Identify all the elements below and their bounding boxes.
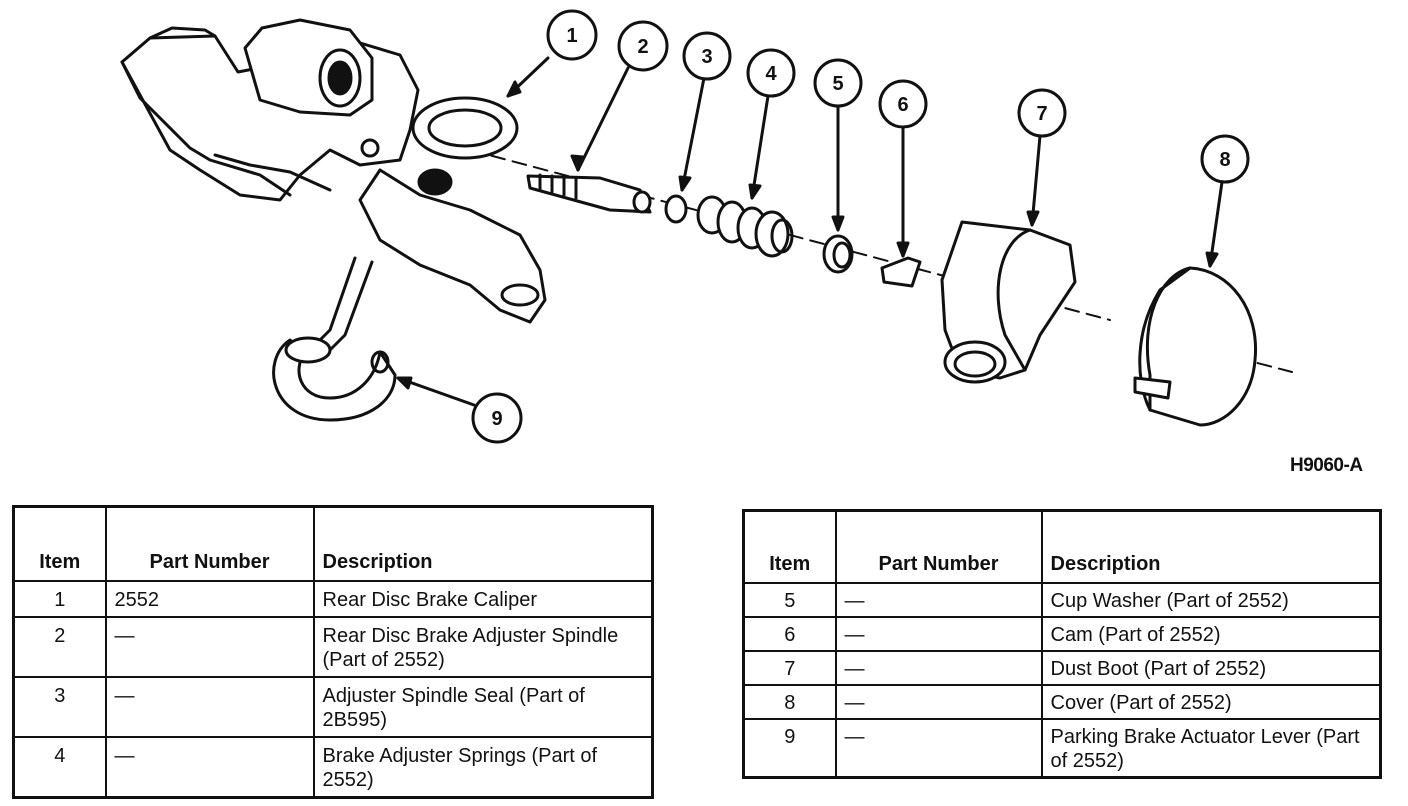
header-item: Item (742, 509, 837, 584)
item-cell: 4 (12, 735, 107, 798)
item-cell: 8 (742, 683, 837, 720)
description-cell: Cam (Part of 2552) (1040, 615, 1382, 652)
description-cell: Adjuster Spindle Seal (Part of 2B595) (312, 675, 654, 738)
cover-drawing (1133, 266, 1258, 427)
callout-2: 2 (570, 20, 669, 172)
callout-3: 3 (678, 31, 732, 192)
description-cell: Parking Brake Actuator Lever (Part of 25… (1040, 717, 1382, 778)
item-cell: 1 (12, 579, 107, 618)
exploded-parts-diagram: 1 2 3 4 5 6 7 8 9 (120, 9, 1293, 444)
callout-9: 9 (396, 376, 523, 444)
table-row: 4 — Brake Adjuster Springs (Part of 2552… (12, 735, 654, 798)
callout-8-label: 8 (1219, 149, 1230, 171)
table-row: 3 — Adjuster Spindle Seal (Part of 2B595… (12, 675, 654, 738)
header-part-number: Part Number (104, 505, 315, 582)
callout-4: 4 (746, 48, 796, 200)
header-part-number: Part Number (834, 509, 1043, 584)
table-header-row: Item Part Number Description (742, 509, 1382, 584)
description-cell: Dust Boot (Part of 2552) (1040, 649, 1382, 686)
table-header-row: Item Part Number Description (12, 505, 654, 582)
header-description: Description (312, 505, 654, 582)
callout-7: 7 (1017, 88, 1067, 227)
cup-washer-drawing (822, 234, 854, 274)
item-cell: 2 (12, 615, 107, 678)
part-number-cell: — (104, 615, 315, 678)
part-number-cell: — (834, 615, 1043, 652)
callout-5: 5 (813, 58, 863, 232)
callout-2-label: 2 (637, 36, 648, 58)
cam-drawing (880, 256, 922, 288)
actuator-lever-drawing (272, 256, 397, 422)
part-number-cell: — (834, 581, 1043, 618)
part-number-cell: — (834, 649, 1043, 686)
item-cell: 7 (742, 649, 837, 686)
callout-6-label: 6 (897, 94, 908, 116)
callout-4-label: 4 (765, 63, 777, 85)
description-cell: Brake Adjuster Springs (Part of 2552) (312, 735, 654, 798)
callout-6: 6 (878, 79, 928, 258)
callout-7-label: 7 (1036, 103, 1047, 125)
part-number-cell: — (834, 717, 1043, 778)
callout-1-label: 1 (566, 25, 577, 47)
item-cell: 6 (742, 615, 837, 652)
callout-9-label: 9 (491, 408, 502, 430)
header-description: Description (1040, 509, 1382, 584)
table-row: 8 — Cover (Part of 2552) (742, 683, 1382, 720)
table-row: 9 — Parking Brake Actuator Lever (Part o… (742, 717, 1382, 778)
part-number-cell: — (104, 735, 315, 798)
spindle-seal-drawing (664, 194, 688, 224)
table-row: 6 — Cam (Part of 2552) (742, 615, 1382, 652)
parts-table-left: Item Part Number Description 1 2552 Rear… (12, 505, 654, 799)
table-row: 5 — Cup Washer (Part of 2552) (742, 581, 1382, 618)
parts-table-right: Item Part Number Description 5 — Cup Was… (742, 509, 1382, 779)
figure-id-label: H9060-A (1290, 455, 1363, 476)
callout-1: 1 (506, 9, 598, 98)
part-number-cell: — (104, 675, 315, 738)
description-cell: Rear Disc Brake Caliper (312, 579, 654, 618)
callout-8: 8 (1200, 134, 1250, 268)
part-number-cell: 2552 (104, 579, 315, 618)
table-row: 7 — Dust Boot (Part of 2552) (742, 649, 1382, 686)
callout-5-label: 5 (832, 73, 843, 95)
description-cell: Cover (Part of 2552) (1040, 683, 1382, 720)
description-cell: Cup Washer (Part of 2552) (1040, 581, 1382, 618)
adjuster-spindle-drawing (526, 173, 652, 214)
table-row: 2 — Rear Disc Brake Adjuster Spindle (Pa… (12, 615, 654, 678)
caliper-drawing (120, 18, 547, 324)
part-number-cell: — (834, 683, 1043, 720)
item-cell: 9 (742, 717, 837, 778)
adjuster-springs-drawing (696, 195, 794, 258)
description-cell: Rear Disc Brake Adjuster Spindle (Part o… (312, 615, 654, 678)
item-cell: 3 (12, 675, 107, 738)
table-row: 1 2552 Rear Disc Brake Caliper (12, 579, 654, 618)
dust-boot-drawing (940, 220, 1077, 384)
callout-3-label: 3 (701, 46, 712, 68)
header-item: Item (12, 505, 107, 582)
item-cell: 5 (742, 581, 837, 618)
